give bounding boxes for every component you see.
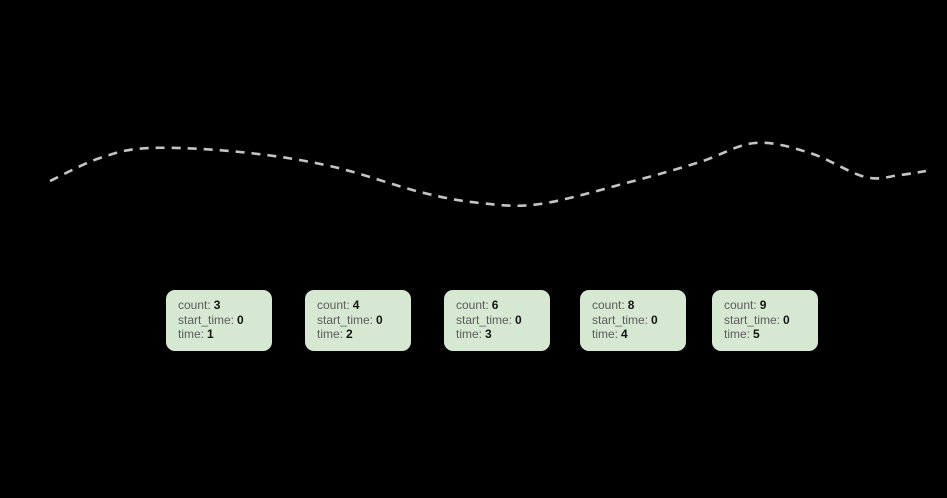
- count-label: count:: [456, 298, 489, 312]
- time-value: 1: [207, 327, 214, 341]
- start-time-line: start_time:0: [178, 313, 264, 328]
- start-time-label: start_time:: [724, 312, 781, 327]
- start-time-value: 0: [376, 312, 383, 327]
- start-time-label: start_time:: [317, 312, 374, 327]
- start-time-value: 0: [783, 312, 790, 327]
- time-label: time:: [178, 327, 205, 341]
- start-time-line: start_time:0: [724, 313, 810, 328]
- start-time-value: 0: [651, 312, 658, 327]
- count-label: count:: [592, 298, 625, 312]
- count-value: 4: [352, 298, 360, 312]
- state-box-3: count:6 start_time:0 time:3: [444, 290, 550, 351]
- count-label: count:: [178, 298, 211, 312]
- time-value: 5: [753, 327, 760, 341]
- time-label: time:: [456, 327, 483, 341]
- count-line: count:6: [456, 298, 542, 313]
- start-time-line: start_time:0: [592, 313, 678, 328]
- count-value: 9: [759, 298, 767, 312]
- state-box-5: count:9 start_time:0 time:5: [712, 290, 818, 351]
- time-value: 3: [485, 327, 492, 341]
- state-box-2: count:4 start_time:0 time:2: [305, 290, 411, 351]
- start-time-value: 0: [515, 312, 522, 327]
- time-line: time:3: [456, 327, 542, 342]
- count-value: 3: [213, 298, 221, 312]
- time-value: 4: [621, 327, 628, 341]
- count-line: count:4: [317, 298, 403, 313]
- time-line: time:1: [178, 327, 264, 342]
- time-label: time:: [724, 327, 751, 341]
- count-label: count:: [724, 298, 757, 312]
- time-label: time:: [592, 327, 619, 341]
- dashed-curve: [49, 141, 927, 208]
- time-line: time:5: [724, 327, 810, 342]
- time-line: time:2: [317, 327, 403, 342]
- count-value: 6: [491, 298, 499, 312]
- start-time-label: start_time:: [178, 312, 235, 327]
- count-line: count:8: [592, 298, 678, 313]
- count-label: count:: [317, 298, 350, 312]
- time-value: 2: [346, 327, 353, 341]
- time-line: time:4: [592, 327, 678, 342]
- start-time-line: start_time:0: [456, 313, 542, 328]
- start-time-line: start_time:0: [317, 313, 403, 328]
- state-box-4: count:8 start_time:0 time:4: [580, 290, 686, 351]
- time-label: time:: [317, 327, 344, 341]
- start-time-label: start_time:: [592, 312, 649, 327]
- start-time-value: 0: [237, 312, 244, 327]
- count-line: count:9: [724, 298, 810, 313]
- count-line: count:3: [178, 298, 264, 313]
- count-value: 8: [627, 298, 635, 312]
- start-time-label: start_time:: [456, 312, 513, 327]
- state-box-1: count:3 start_time:0 time:1: [166, 290, 272, 351]
